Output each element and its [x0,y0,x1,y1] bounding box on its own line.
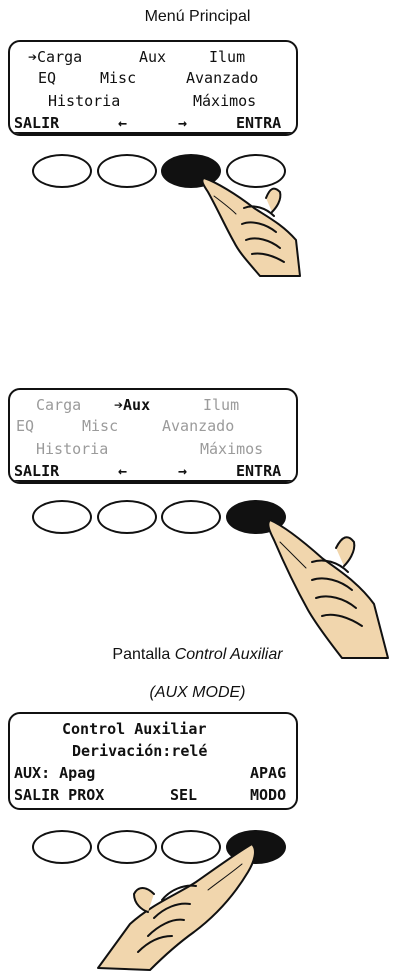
menu-item-aux-selected: ➔Aux [114,396,151,414]
menu-item-misc: Misc [100,69,137,87]
lcd-row-2: EQ Misc Avanzado [10,415,296,437]
keypad-button-1[interactable] [32,830,92,864]
softkey-modo: MODO [250,786,287,804]
lcd-row-2: EQ Misc Avanzado [10,67,296,89]
menu-item-avanzado: Avanzado [186,69,259,87]
keypad-buttons-1 [0,154,395,194]
menu-item-eq: EQ [38,69,57,87]
lcd-main-menu: ➔Carga Aux Ilum EQ Misc Avanzado Histori… [8,40,298,136]
lcd-aux-control: Control Auxiliar Derivación:relé AUX: Ap… [8,712,298,810]
menu-item-historia: Historia [48,92,121,110]
aux-status: AUX: Apag [14,764,96,782]
keypad-button-1[interactable] [32,500,92,534]
aux-screen-caption-italic: Control Auxiliar [174,646,283,663]
pointing-hand-icon [201,177,301,277]
aux-derivacion: Derivación:relé [72,742,208,760]
lcd-row-3: Historia Máximos [10,438,296,460]
main-menu-caption: Menú Principal [0,8,395,26]
softkey-underline [10,132,296,134]
aux-mode-caption: (AUX MODE) [0,684,395,702]
keypad-button-2[interactable] [97,154,157,188]
keypad-button-3[interactable] [161,500,221,534]
menu-item-ilum: Ilum [203,396,240,414]
softkey-salir-prox: SALIR PROX [14,786,105,804]
softkey-underline [10,480,296,482]
softkey-right-arrow: → [178,462,188,480]
lcd-softkey-row: SALIR ← → ENTRA [10,460,296,482]
keypad-buttons-3 [0,830,395,870]
lcd-row-1: Control Auxiliar [10,718,296,740]
pointing-hand-icon [97,843,256,971]
menu-item-maximos: Máximos [193,92,257,110]
lcd-aux-selected: Carga ➔Aux Ilum EQ Misc Avanzado Histori… [8,388,298,484]
softkey-left-arrow: ← [118,462,128,480]
softkey-sel: SEL [170,786,198,804]
menu-item-carga: ➔Carga [28,48,83,66]
lcd-row-3: AUX: Apag APAG [10,762,296,784]
keypad-button-4[interactable] [226,154,286,188]
keypad-button-2[interactable] [97,830,157,864]
pointing-hand-icon [267,519,389,659]
main-menu-caption-text: Menú Principal [144,8,251,25]
menu-item-maximos: Máximos [200,440,264,458]
softkey-entra: ENTRA [236,462,282,480]
softkey-left-arrow: ← [118,114,128,132]
softkey-salir: SALIR [14,462,60,480]
aux-screen-caption-prefix: Pantalla [112,646,175,663]
lcd-row-4: SALIR PROX SEL MODO [10,784,296,806]
aux-status-value: APAG [250,764,287,782]
keypad-button-2[interactable] [97,500,157,534]
menu-item-eq: EQ [16,417,35,435]
menu-item-avanzado: Avanzado [162,417,235,435]
lcd-row-3: Historia Máximos [10,90,296,112]
lcd-row-2: Derivación:relé [10,740,296,762]
aux-title: Control Auxiliar [62,720,207,738]
menu-item-historia: Historia [36,440,109,458]
keypad-button-3[interactable] [161,830,221,864]
menu-item-aux: Aux [139,48,167,66]
lcd-softkey-row: SALIR ← → ENTRA [10,112,296,134]
lcd-row-1: Carga ➔Aux Ilum [10,394,296,416]
aux-screen-caption: Pantalla Control Auxiliar [0,646,395,664]
aux-mode-caption-text: (AUX MODE) [149,684,246,701]
keypad-button-1[interactable] [32,154,92,188]
softkey-right-arrow: → [178,114,188,132]
menu-item-carga: Carga [36,396,82,414]
menu-item-ilum: Ilum [209,48,246,66]
softkey-salir: SALIR [14,114,60,132]
lcd-row-1: ➔Carga Aux Ilum [10,46,296,68]
softkey-entra: ENTRA [236,114,282,132]
keypad-buttons-2 [0,500,395,540]
menu-item-misc: Misc [82,417,119,435]
